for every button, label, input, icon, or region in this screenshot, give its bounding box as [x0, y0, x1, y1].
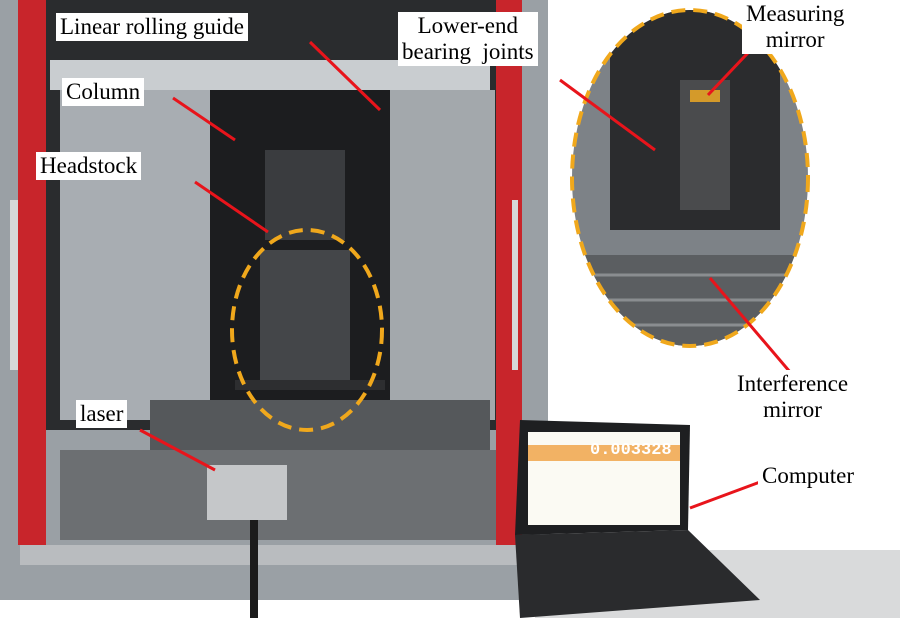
label-headstock: Headstock — [36, 152, 142, 180]
inset-zoom-photo — [572, 10, 808, 346]
label-line: mirror — [763, 397, 822, 422]
leader-computer — [689, 480, 761, 510]
label-line: bearing joints — [402, 39, 534, 64]
label-line: Lower-end — [417, 13, 519, 38]
laptop-reading: 0.003328 — [590, 441, 672, 460]
label-column: Column — [62, 78, 145, 106]
inset-border — [570, 8, 810, 348]
worktable — [150, 400, 490, 450]
label-computer: Computer — [758, 462, 858, 490]
laser-unit — [207, 465, 287, 520]
label-line: Interference — [737, 371, 849, 396]
leader-headstock — [194, 180, 269, 234]
label-line: mirror — [765, 27, 825, 52]
highlight-ellipse — [230, 228, 384, 432]
right-red-pillar — [496, 0, 522, 545]
leader-interference — [708, 277, 792, 373]
left-red-pillar — [18, 0, 46, 545]
leader-column — [172, 96, 236, 142]
leader-lower-end — [559, 78, 656, 152]
label-laser: laser — [76, 400, 128, 428]
label-linear-rolling-guide: Linear rolling guide — [56, 13, 248, 41]
label-measuring-mirror: Measuring mirror — [742, 0, 849, 54]
label-line: Measuring — [746, 1, 845, 26]
leader-linear-guide — [308, 40, 382, 112]
label-interference-mirror: Interference mirror — [733, 370, 853, 424]
label-lower-end-bearing-joints: Lower-end bearing joints — [398, 12, 538, 66]
leader-laser — [139, 428, 216, 472]
